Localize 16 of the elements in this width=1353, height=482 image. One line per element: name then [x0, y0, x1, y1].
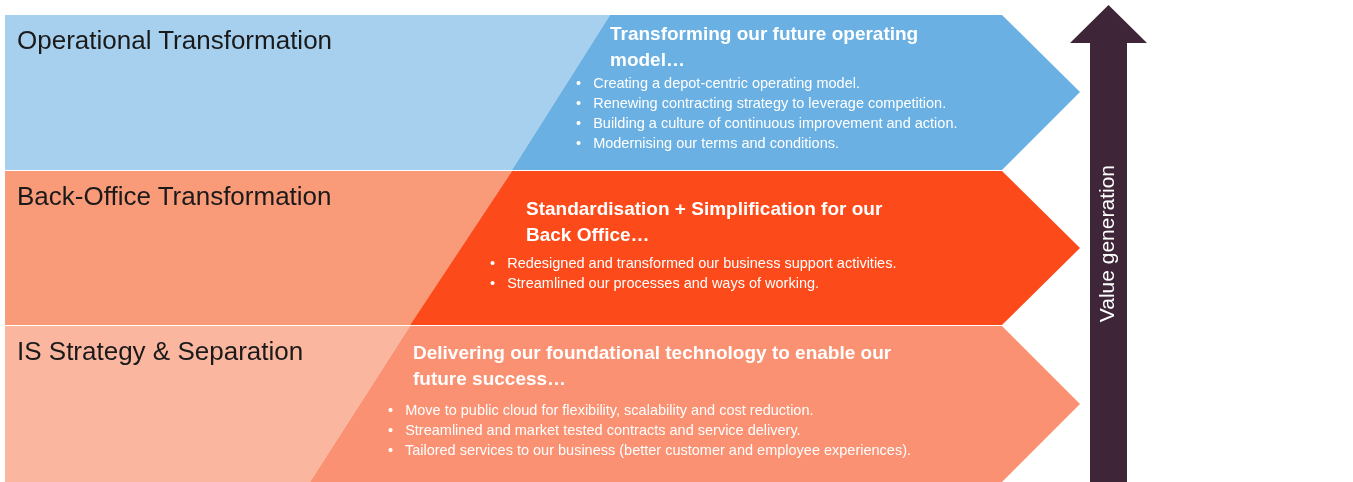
section-title: Back-Office Transformation: [17, 181, 332, 212]
bullet-item: • Modernising our terms and conditions.: [576, 134, 840, 153]
bullet-item: • Streamlined our processes and ways of working.: [490, 274, 821, 293]
bullet-item: • Creating a depot-centric operating model.: [576, 74, 861, 93]
panel-heading: Standardisation + Simplification for our Back Office…: [526, 197, 884, 247]
bullet-item: • Streamlined and market tested contracts and service delivery.: [388, 421, 802, 440]
section-title: IS Strategy & Separation: [17, 336, 304, 367]
panel-heading: Transforming our future operating model…: [610, 22, 920, 72]
bullet-item: • Building a culture of continuous improvement and action.: [576, 114, 958, 133]
arrow-label: Value generation: [1095, 165, 1119, 323]
panel-heading: Delivering our foundational technology to enable our future success…: [413, 341, 893, 391]
bullet-item: • Redesigned and transformed our business support activities.: [490, 254, 897, 273]
section-title: Operational Transformation: [17, 25, 333, 56]
bullet-item: • Renewing contracting strategy to leverage competition.: [576, 94, 948, 113]
bullet-item: • Tailored services to our business (better customer and employee experiences).: [388, 441, 912, 460]
bullet-item: • Move to public cloud for flexibility, scalability and cost reduction.: [388, 401, 815, 420]
